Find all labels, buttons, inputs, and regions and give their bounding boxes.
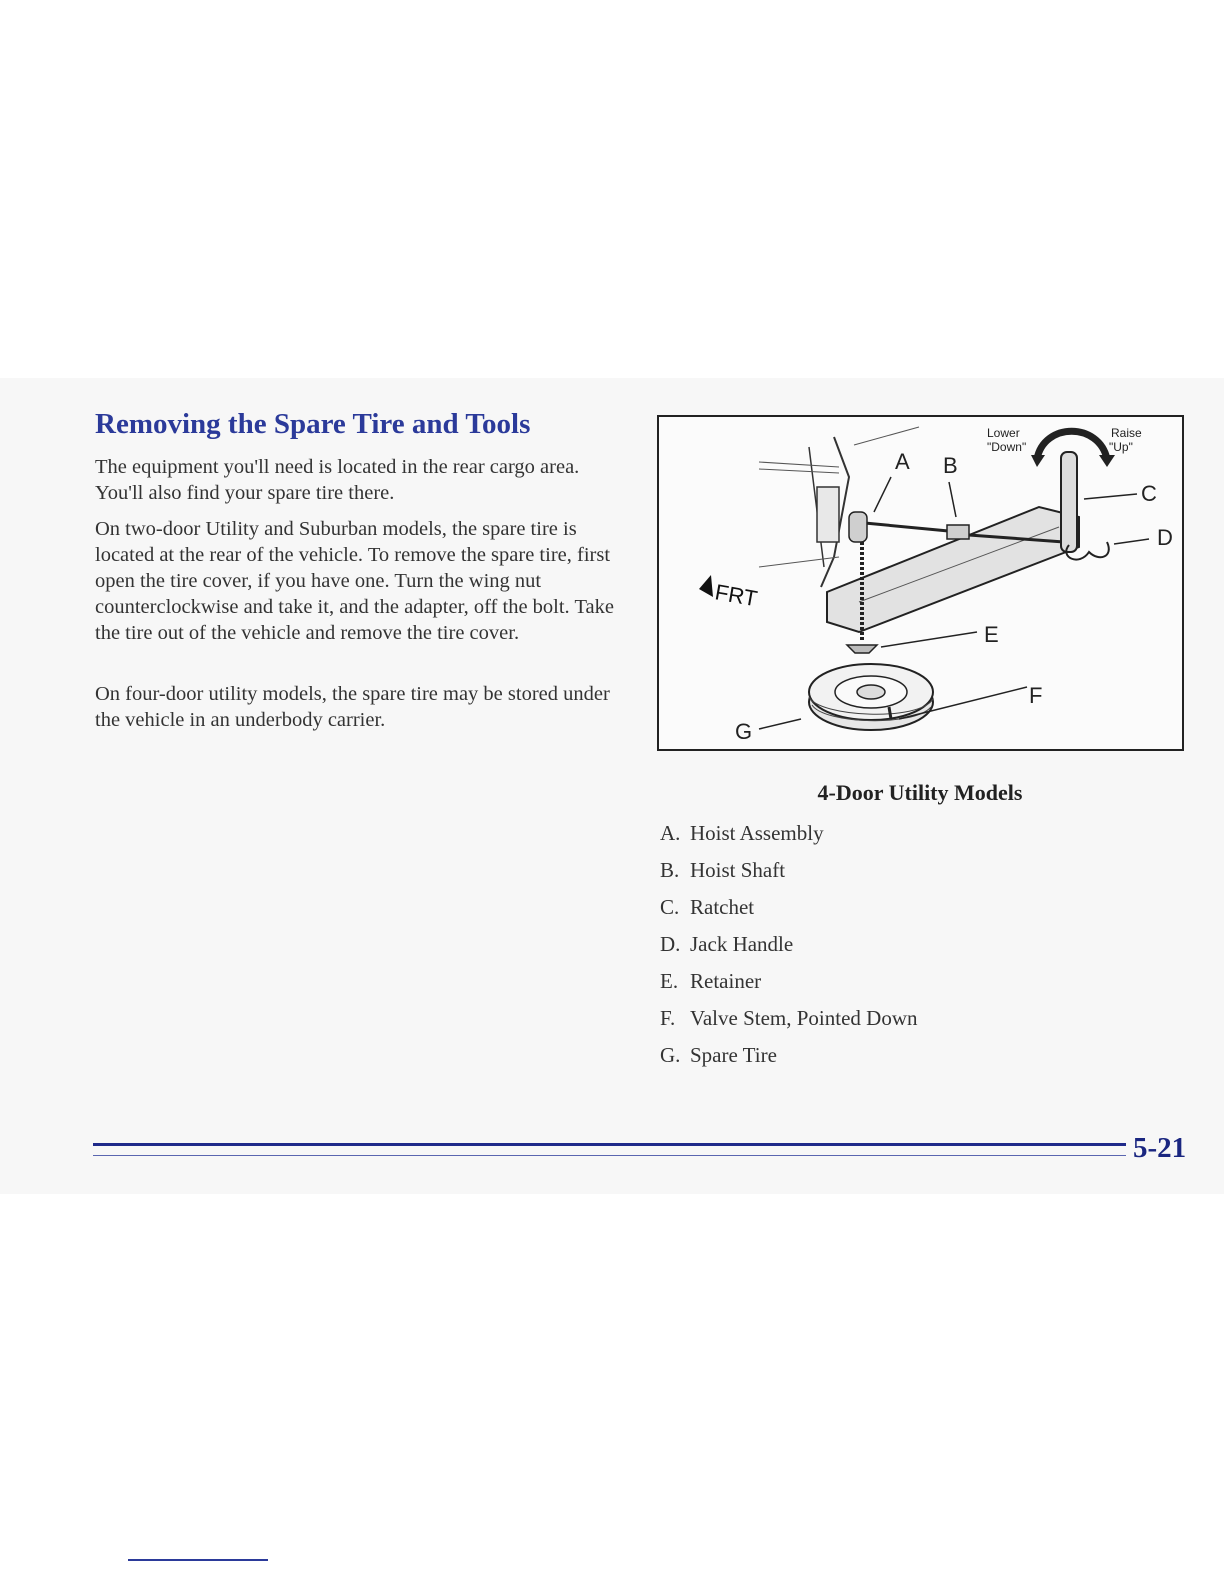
lower-label-line1: Lower bbox=[987, 426, 1020, 440]
list-item: D. Jack Handle bbox=[660, 926, 917, 963]
legend-text: Ratchet bbox=[690, 895, 755, 919]
callout-e: E bbox=[984, 622, 999, 647]
footer-rule bbox=[93, 1143, 1126, 1146]
list-item: C. Ratchet bbox=[660, 889, 917, 926]
lower-label-line2: "Down" bbox=[987, 440, 1026, 454]
list-item: B. Hoist Shaft bbox=[660, 852, 917, 889]
legend-text: Retainer bbox=[690, 969, 762, 993]
paragraph-two-door: On two-door Utility and Suburban models,… bbox=[95, 518, 614, 644]
raise-label-line1: Raise bbox=[1111, 426, 1142, 440]
callout-g: G bbox=[735, 719, 752, 744]
legend-text: Hoist Shaft bbox=[690, 858, 786, 882]
page-number: 5-21 bbox=[1133, 1132, 1187, 1164]
callout-d: D bbox=[1157, 525, 1173, 550]
paragraph-intro: The equipment you'll need is located in … bbox=[95, 456, 580, 504]
legend-key: B. bbox=[660, 858, 680, 882]
raise-label-line2: "Up" bbox=[1109, 440, 1133, 454]
callout-c: C bbox=[1141, 481, 1157, 506]
list-item: A. Hoist Assembly bbox=[660, 815, 917, 852]
footer-underline bbox=[128, 1559, 268, 1561]
legend-text: Jack Handle bbox=[690, 932, 794, 956]
section-title: Removing the Spare Tire and Tools bbox=[95, 408, 531, 440]
spare-tire-illustration: A B C D E F G Lower "Down" Raise "Up" FR… bbox=[657, 415, 1184, 751]
legend-key: C. bbox=[660, 895, 680, 919]
parts-legend: A. Hoist Assembly B. Hoist Shaft C. Ratchet… bbox=[660, 815, 917, 1074]
legend-key: A. bbox=[660, 821, 681, 845]
paragraph-four-door: On four-door utility models, the spare t… bbox=[95, 683, 610, 731]
figure-caption: 4-Door Utility Models bbox=[817, 780, 1023, 805]
legend-key: D. bbox=[660, 932, 681, 956]
front-label: FRT bbox=[713, 579, 759, 611]
list-item: F. Valve Stem, Pointed Down bbox=[660, 1000, 917, 1037]
callout-a: A bbox=[895, 449, 910, 474]
list-item: E. Retainer bbox=[660, 963, 917, 1000]
legend-text: Valve Stem, Pointed Down bbox=[690, 1006, 918, 1030]
legend-text: Spare Tire bbox=[690, 1043, 777, 1067]
footer-rule-thin bbox=[93, 1155, 1126, 1156]
legend-key: F. bbox=[660, 1006, 676, 1030]
callout-f: F bbox=[1029, 683, 1042, 708]
callout-b: B bbox=[943, 453, 958, 478]
legend-key: E. bbox=[660, 969, 679, 993]
legend-key: G. bbox=[660, 1043, 681, 1067]
legend-text: Hoist Assembly bbox=[690, 821, 824, 845]
list-item: G. Spare Tire bbox=[660, 1037, 917, 1074]
